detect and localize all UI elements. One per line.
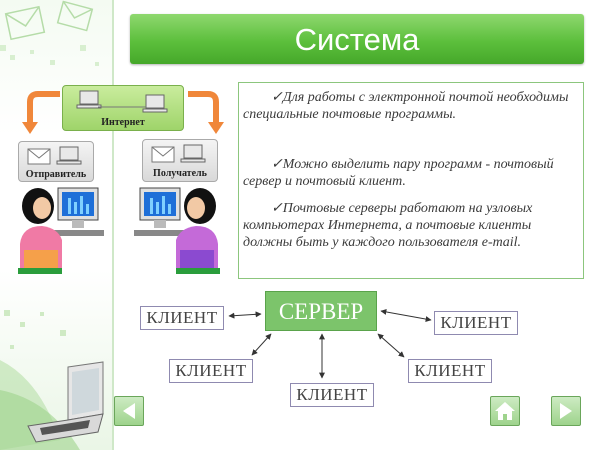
info-paragraph-1: ✓Для работы с электронной почтой необход… <box>243 90 569 122</box>
check-icon: ✓ <box>271 157 283 172</box>
server-box: СЕРВЕР <box>265 291 377 331</box>
arrow-server-client-bottom-left <box>251 333 272 356</box>
arrow-server-client-left <box>228 311 262 319</box>
client-box-right: КЛИЕНТ <box>434 311 518 335</box>
divider-line <box>112 0 114 450</box>
client-box-bottom: КЛИЕНТ <box>290 383 374 407</box>
info-paragraph-3: ✓Почтовые серверы работают на узловых ко… <box>243 201 533 250</box>
internet-label: Интернет <box>101 117 145 128</box>
info-text-box <box>238 82 584 279</box>
triangle-left-icon <box>123 403 135 419</box>
sender-label: Отправитель <box>25 169 87 180</box>
arrow-left-icon <box>22 91 60 134</box>
envelope-decor-icon <box>0 0 99 66</box>
network-computers-icon <box>76 90 168 113</box>
client-box-bottom-left: КЛИЕНТ <box>169 359 253 383</box>
laptop-decor-icon <box>0 310 104 450</box>
person-at-computer-2-icon <box>134 187 220 274</box>
arrow-server-client-bottom-right <box>377 333 405 358</box>
person-at-computer-icon <box>18 187 104 274</box>
receiver-computer-icon <box>151 144 206 163</box>
client-box-bottom-right: КЛИЕНТ <box>408 359 492 383</box>
home-icon <box>495 402 515 420</box>
page-title: Система <box>294 22 420 57</box>
check-icon: ✓ <box>271 90 283 105</box>
forward-button[interactable] <box>551 396 581 426</box>
title-bar <box>130 14 584 64</box>
client-box-left: КЛИЕНТ <box>140 306 224 330</box>
sender-computer-icon <box>27 146 82 165</box>
check-icon: ✓ <box>271 201 283 216</box>
back-button[interactable] <box>114 396 144 426</box>
arrow-server-client-right <box>380 309 432 322</box>
home-button[interactable] <box>490 396 520 426</box>
receiver-label: Получатель <box>153 168 207 179</box>
arrow-right-icon <box>188 91 224 134</box>
info-paragraph-2: ✓Можно выделить пару программ - почтовый… <box>243 157 554 189</box>
triangle-right-icon <box>560 403 572 419</box>
